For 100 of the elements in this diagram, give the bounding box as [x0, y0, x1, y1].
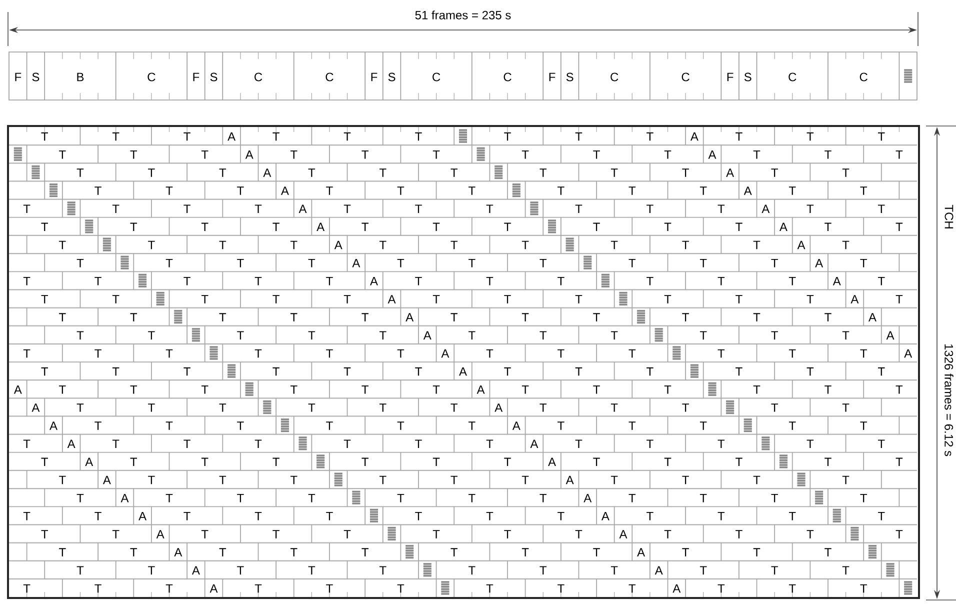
- frame-label: T: [166, 258, 173, 268]
- frame-label: T: [290, 313, 298, 322]
- frame-label: T: [718, 349, 725, 358]
- channel-label: S: [388, 72, 396, 82]
- frame-label: T: [646, 204, 654, 213]
- frame-label: A: [797, 240, 806, 250]
- frame-label: T: [718, 277, 725, 286]
- frame-label: T: [504, 222, 511, 232]
- frame-label: T: [878, 204, 885, 213]
- frame-label: T: [397, 349, 404, 358]
- frame-label: T: [718, 584, 725, 593]
- frame-label: T: [130, 458, 138, 466]
- frame-label: T: [450, 313, 458, 322]
- frame-label: T: [593, 386, 600, 394]
- frame-label: T: [700, 331, 707, 340]
- frame-label: T: [290, 476, 298, 484]
- frame-label: T: [41, 222, 48, 232]
- frame-label: T: [540, 566, 547, 574]
- frame-label: T: [682, 548, 689, 556]
- frame-label: T: [148, 240, 155, 250]
- frame-label: T: [610, 240, 618, 250]
- frame-label: A: [530, 440, 538, 448]
- frame-label: T: [646, 512, 654, 520]
- frame-label: T: [362, 222, 368, 232]
- frame-label: A: [352, 258, 360, 268]
- frame-label: T: [415, 277, 422, 286]
- frame-label: T: [700, 566, 707, 574]
- frame-label: T: [540, 258, 547, 268]
- frame-label: T: [112, 295, 120, 304]
- frame-label: T: [397, 584, 404, 593]
- channel-label: C: [860, 72, 868, 82]
- frame-label: T: [504, 132, 511, 141]
- frame-label: T: [219, 548, 226, 556]
- frame-label: A: [138, 512, 147, 520]
- frame-label: T: [41, 530, 48, 538]
- frame-label: T: [664, 386, 672, 394]
- frame-label: A: [744, 186, 752, 195]
- channel-label: S: [566, 72, 574, 82]
- frame-label: T: [593, 458, 600, 466]
- frame-label: T: [254, 277, 262, 286]
- frame-label: T: [184, 512, 190, 520]
- frame-label: T: [237, 566, 244, 574]
- frame-label: T: [646, 132, 654, 141]
- frame-label: T: [290, 240, 298, 250]
- frame-label: T: [415, 512, 422, 520]
- frame-label: T: [771, 331, 778, 340]
- frame-label: T: [76, 168, 84, 177]
- frame-label: T: [504, 458, 511, 466]
- frame-label: T: [628, 349, 636, 358]
- frame-label: T: [736, 222, 742, 232]
- frame-label: A: [494, 404, 503, 412]
- frame-label: T: [878, 440, 885, 448]
- frame-label: T: [344, 440, 351, 448]
- channel-label: C: [326, 72, 334, 82]
- frame-label: T: [628, 186, 636, 195]
- frame-label: A: [298, 204, 307, 213]
- frame-label: A: [280, 186, 289, 195]
- frame-label: A: [832, 277, 841, 286]
- frame-label: T: [860, 258, 867, 268]
- frame-label: T: [610, 168, 618, 177]
- frame-label: T: [824, 313, 832, 322]
- frame-label: T: [896, 150, 903, 159]
- frame-label: T: [896, 222, 903, 232]
- frame-label: T: [41, 458, 48, 466]
- channel-label: F: [15, 72, 22, 82]
- frame-label: T: [896, 295, 903, 304]
- frame-label: A: [32, 404, 40, 412]
- frame-label: T: [272, 367, 280, 376]
- frame-label: T: [362, 458, 368, 466]
- frame-label: A: [14, 386, 22, 394]
- frame-label: T: [184, 440, 190, 448]
- frame-label: T: [148, 476, 155, 484]
- frame-label: T: [59, 150, 66, 159]
- frame-label: T: [397, 422, 404, 430]
- frame-label: T: [130, 548, 138, 556]
- frame-label: T: [290, 548, 298, 556]
- frame-label: T: [380, 476, 386, 484]
- frame-label: A: [459, 367, 467, 376]
- frame-label: T: [700, 186, 707, 195]
- frame-label: T: [326, 512, 333, 520]
- frame-label: T: [753, 313, 760, 322]
- frame-label: T: [272, 458, 280, 466]
- frame-label: T: [628, 584, 636, 593]
- frame-label: T: [308, 494, 316, 502]
- frame-label: T: [201, 458, 208, 466]
- frame-label: A: [263, 168, 272, 177]
- frame-label: T: [362, 313, 368, 322]
- frame-label: T: [753, 386, 760, 394]
- frame-label: T: [610, 331, 618, 340]
- frame-label: T: [468, 186, 476, 195]
- frame-label: T: [59, 240, 66, 250]
- frame-label: T: [575, 295, 582, 304]
- frame-label: T: [878, 277, 885, 286]
- frame-label: T: [290, 386, 298, 394]
- frame-label: T: [432, 458, 440, 466]
- frame-label: T: [166, 584, 173, 593]
- frame-label: T: [450, 240, 458, 250]
- frame-label: T: [788, 584, 796, 593]
- frame-label: T: [753, 150, 760, 159]
- frame-label: T: [860, 584, 867, 593]
